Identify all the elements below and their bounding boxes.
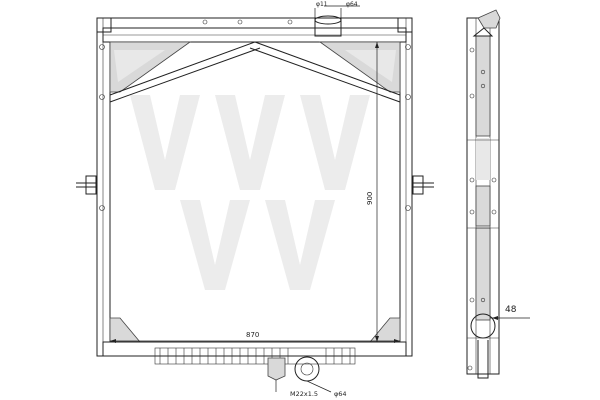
watermark	[130, 95, 370, 290]
gusset-bottom-right	[369, 317, 401, 343]
bottom-tank	[102, 341, 407, 357]
side-view: 48	[466, 9, 530, 379]
gusset-bottom-left	[109, 317, 141, 343]
height-dimension: 900	[366, 42, 379, 342]
filler-neck	[314, 5, 360, 37]
depth-dimension: 48	[490, 305, 530, 320]
outlet-diameter-label: φ64	[334, 390, 347, 398]
filler-neck-height-label: φ11	[316, 1, 328, 8]
radiator-core	[109, 41, 401, 343]
depth-dimension-label: 48	[505, 305, 517, 315]
bottom-outlet	[294, 356, 320, 382]
width-dimension: 870	[110, 331, 400, 343]
front-view: 900 870 φ11 φ64 M22x1.5 φ64	[76, 1, 434, 398]
drain-thread-label: M22x1.5	[290, 390, 318, 398]
height-dimension-label: 900	[366, 192, 374, 205]
width-dimension-label: 870	[246, 331, 259, 339]
filler-neck-diameter-label: φ64	[346, 1, 358, 8]
